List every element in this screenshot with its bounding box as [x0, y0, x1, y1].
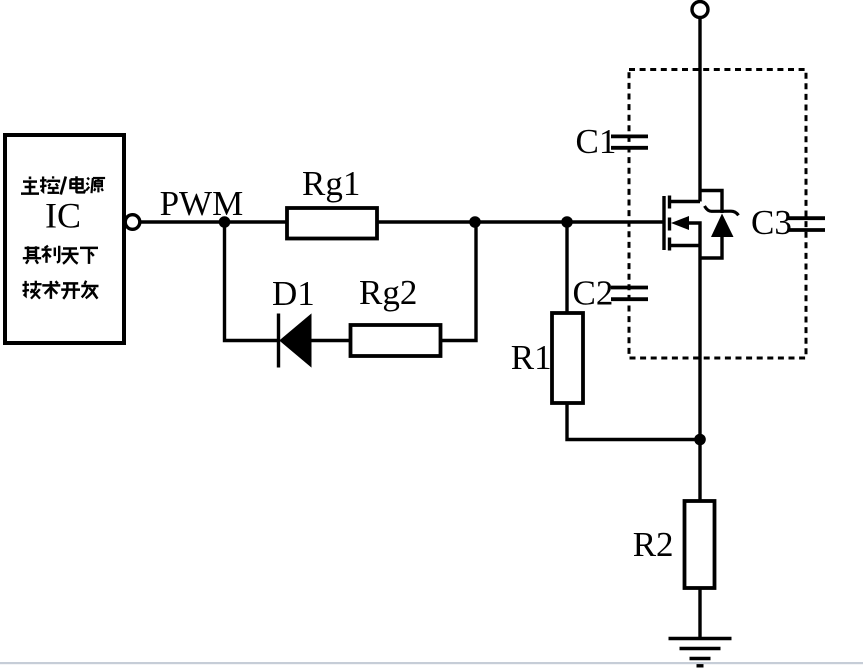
svg-text:Rg1: Rg1	[302, 164, 360, 203]
svg-text:R1: R1	[511, 338, 552, 377]
svg-text:C1: C1	[576, 122, 617, 161]
svg-text:R2: R2	[633, 525, 674, 564]
svg-text:C2: C2	[573, 274, 614, 313]
svg-text:C3: C3	[751, 203, 792, 242]
svg-text:IC: IC	[45, 196, 81, 236]
svg-text:Rg2: Rg2	[359, 273, 417, 312]
svg-text:D1: D1	[272, 274, 315, 313]
svg-text:PWM: PWM	[160, 184, 244, 223]
